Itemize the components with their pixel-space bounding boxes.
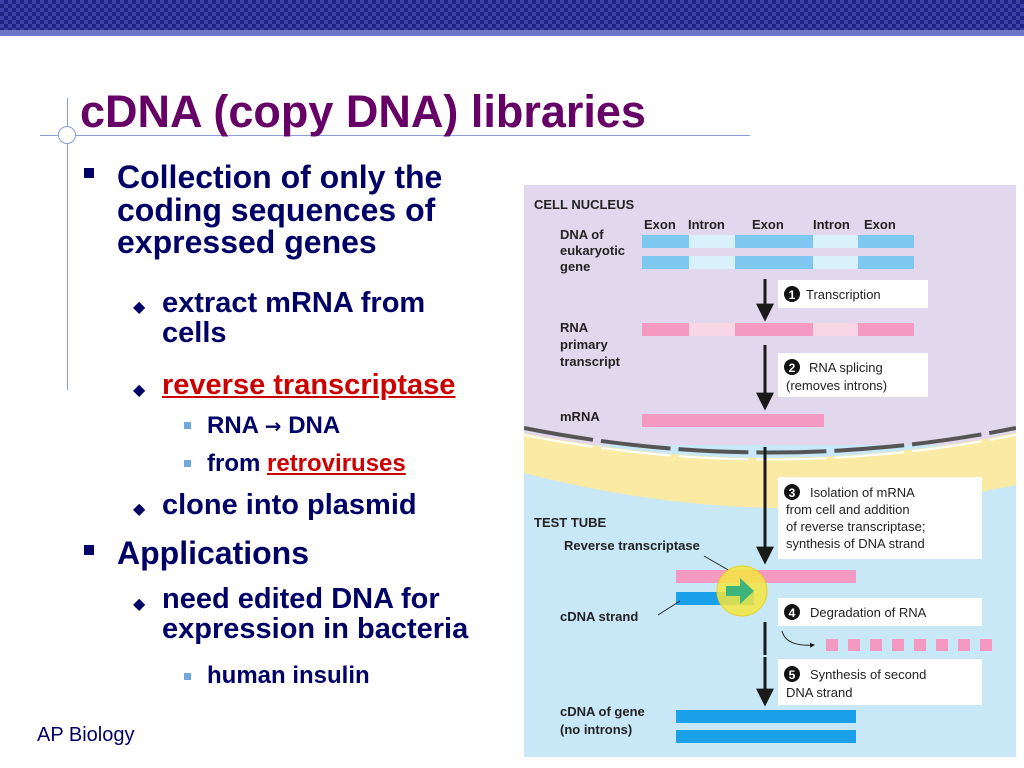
step1-number: 1 [789, 288, 796, 302]
rna-label-line: RNA [560, 320, 589, 335]
mrna-strand [642, 414, 824, 427]
step2-label: RNA splicing [809, 360, 883, 375]
cdna-strand-pointer [657, 600, 681, 616]
bullet-extract-mrna: extract mRNA from cells [162, 287, 426, 349]
rt-pointer [703, 555, 731, 572]
step4-number: 4 [789, 606, 796, 620]
cell-nucleus-label: CELL NUCLEUS [534, 197, 634, 212]
step5-text: Synthesis of second DNA strand [786, 667, 930, 700]
small-square-bullet-icon [184, 460, 191, 467]
rna-transcript-label: RNA primary transcript [560, 320, 621, 369]
mrna-template-strand [676, 570, 856, 583]
intron-header: Intron [813, 217, 850, 232]
title-underline [40, 135, 750, 136]
diamond-bullet-icon: ◆ [133, 499, 146, 518]
step5-box: 5 Synthesis of second DNA strand [778, 659, 982, 705]
dna-label-line: eukaryotic [560, 243, 625, 258]
step3-text: Isolation of mRNA from cell and addition… [786, 485, 929, 551]
nuclear-envelope-outer [524, 426, 1016, 455]
diamond-bullet-icon: ◆ [133, 380, 146, 399]
dna-label-line: DNA of [560, 227, 604, 242]
mrna-label: mRNA [560, 409, 600, 424]
dna-double-strand [642, 235, 914, 269]
dna-text: DNA [288, 412, 341, 439]
step3-line: from cell and addition [786, 502, 910, 517]
step3-line: Isolation of mRNA [810, 485, 915, 500]
intron-header: Intron [688, 217, 725, 232]
exon-header: Exon [752, 217, 784, 232]
rna-label-line: primary [560, 337, 608, 352]
bullet-line: expression in bacteria [162, 612, 469, 645]
bullet-line: need edited DNA for [162, 583, 440, 615]
retroviruses-link[interactable]: retroviruses [267, 450, 406, 477]
degraded-rna-fragments [826, 639, 992, 651]
cdna-double-strand [676, 710, 856, 743]
nuclear-envelope-inner [524, 434, 1016, 461]
right-arrow-icon: → [264, 414, 282, 438]
dna-gene-label: DNA of eukaryotic gene [560, 227, 629, 274]
bullet-need-edited-dna: need edited DNA for expression in bacter… [162, 583, 469, 645]
small-square-bullet-icon [184, 422, 191, 429]
top-bar [0, 0, 1024, 36]
square-bullet-icon [84, 545, 94, 555]
bullet-rna-to-dna: RNA → DNA [207, 412, 341, 439]
degradation-arrow [781, 630, 815, 648]
step1-label: Transcription [806, 287, 881, 302]
from-text: from [207, 450, 267, 477]
step4-box: 4 Degradation of RNA [778, 598, 982, 626]
left-guide-line [67, 98, 68, 390]
diamond-bullet-icon: ◆ [133, 297, 146, 316]
cdna-gene-label-line: cDNA of gene [560, 704, 645, 719]
bullet-line: extract mRNA from [162, 287, 426, 319]
synthesis-arrow-icon [726, 578, 754, 604]
bullet-line: coding sequences of [117, 191, 436, 228]
step3-line: synthesis of DNA strand [786, 536, 925, 551]
dna-label-line: gene [560, 259, 590, 274]
step3-line: of reverse transcriptase; [786, 519, 925, 534]
step5-line: Synthesis of second [810, 667, 926, 682]
cdna-gene-label-line: (no introns) [560, 722, 632, 737]
cdna-gene-label: cDNA of gene (no introns) [560, 704, 648, 737]
rna-label-line: transcript [560, 354, 621, 369]
bullet-applications: Applications [117, 535, 310, 571]
rna-text: RNA [207, 412, 259, 439]
step5-number: 5 [789, 668, 796, 682]
diamond-bullet-icon: ◆ [133, 594, 146, 613]
rna-primary-strand [642, 323, 914, 336]
slide-title: cDNA (copy DNA) libraries [80, 86, 646, 137]
exon-header: Exon [644, 217, 676, 232]
reverse-transcriptase-link[interactable]: reverse transcriptase [162, 369, 456, 401]
step3-number: 3 [789, 486, 796, 500]
cdna-strand-label: cDNA strand [560, 609, 638, 624]
step3-box: 3 Isolation of mRNA from cell and additi… [778, 477, 982, 559]
guide-circle [58, 126, 76, 144]
footer-ap-biology: AP Biology [37, 724, 135, 746]
bullet-line: Collection of only the [117, 159, 443, 195]
step2-label: (removes introns) [786, 378, 887, 393]
reverse-transcriptase-label: Reverse transcriptase [564, 538, 700, 553]
bullet-reverse-transcriptase[interactable]: reverse transcriptase [162, 369, 456, 401]
step5-line: DNA strand [786, 685, 852, 700]
step2-number: 2 [789, 361, 796, 375]
square-bullet-icon [84, 168, 94, 178]
step4-label: Degradation of RNA [810, 605, 927, 620]
bullet-clone-into-plasmid: clone into plasmid [162, 489, 417, 521]
bullet-from-retroviruses: from retroviruses [207, 450, 406, 477]
test-tube-label: TEST TUBE [534, 515, 607, 530]
bullet-human-insulin: human insulin [207, 662, 370, 689]
exon-header: Exon [864, 217, 896, 232]
bullet-collection: Collection of only the coding sequences … [117, 161, 442, 259]
small-square-bullet-icon [184, 673, 191, 680]
cdna-diagram: CELL NUCLEUS TEST TUBE Exon Intron Exon … [524, 185, 1016, 757]
step1-box: 1 Transcription [778, 280, 928, 308]
bullet-line: cells [162, 316, 227, 349]
bullet-line: expressed genes [117, 224, 377, 261]
step2-box: 2 RNA splicing (removes introns) [778, 353, 928, 397]
